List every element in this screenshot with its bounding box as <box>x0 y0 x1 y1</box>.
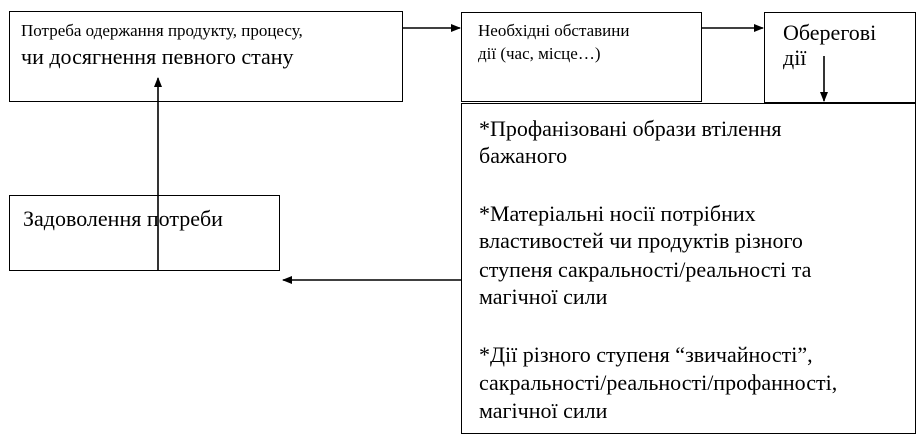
circumstances-text-line2: дії (час, місце…) <box>478 44 601 63</box>
satisfaction-box <box>9 195 280 271</box>
forms-item2-line4: магічної сили <box>479 284 608 309</box>
circumstances-box <box>461 12 702 102</box>
forms-item3-line1: *Дії різного ступеня “звичайності”, <box>479 342 813 367</box>
forms-item3-line3: магічної сили <box>479 398 608 423</box>
forms-box <box>461 103 916 434</box>
need-text-line1: Потреба одержання продукту, процесу, <box>21 21 303 40</box>
protective-box <box>764 12 916 103</box>
protective-text-line2: дії <box>783 45 807 70</box>
forms-item1-line1: *Профанізовані образи втілення <box>479 116 782 141</box>
circumstances-text-line1: Необхідні обставини <box>478 21 630 40</box>
satisfaction-label: Задоволення потреби <box>23 206 223 231</box>
forms-item3-line2: сакральності/реальності/профанності, <box>479 370 838 395</box>
protective-text-line1: Оберегові <box>783 20 877 45</box>
need-box <box>9 11 403 102</box>
forms-item2-line3: ступеня сакральності/реальності та <box>479 257 812 282</box>
forms-item2-line2: властивостей чи продуктів різного <box>479 228 803 253</box>
forms-item2-line1: *Матеріальні носії потрібних <box>479 201 756 226</box>
need-text-line2: чи досягнення певного стану <box>21 44 294 69</box>
forms-item1-line2: бажаного <box>479 143 568 168</box>
